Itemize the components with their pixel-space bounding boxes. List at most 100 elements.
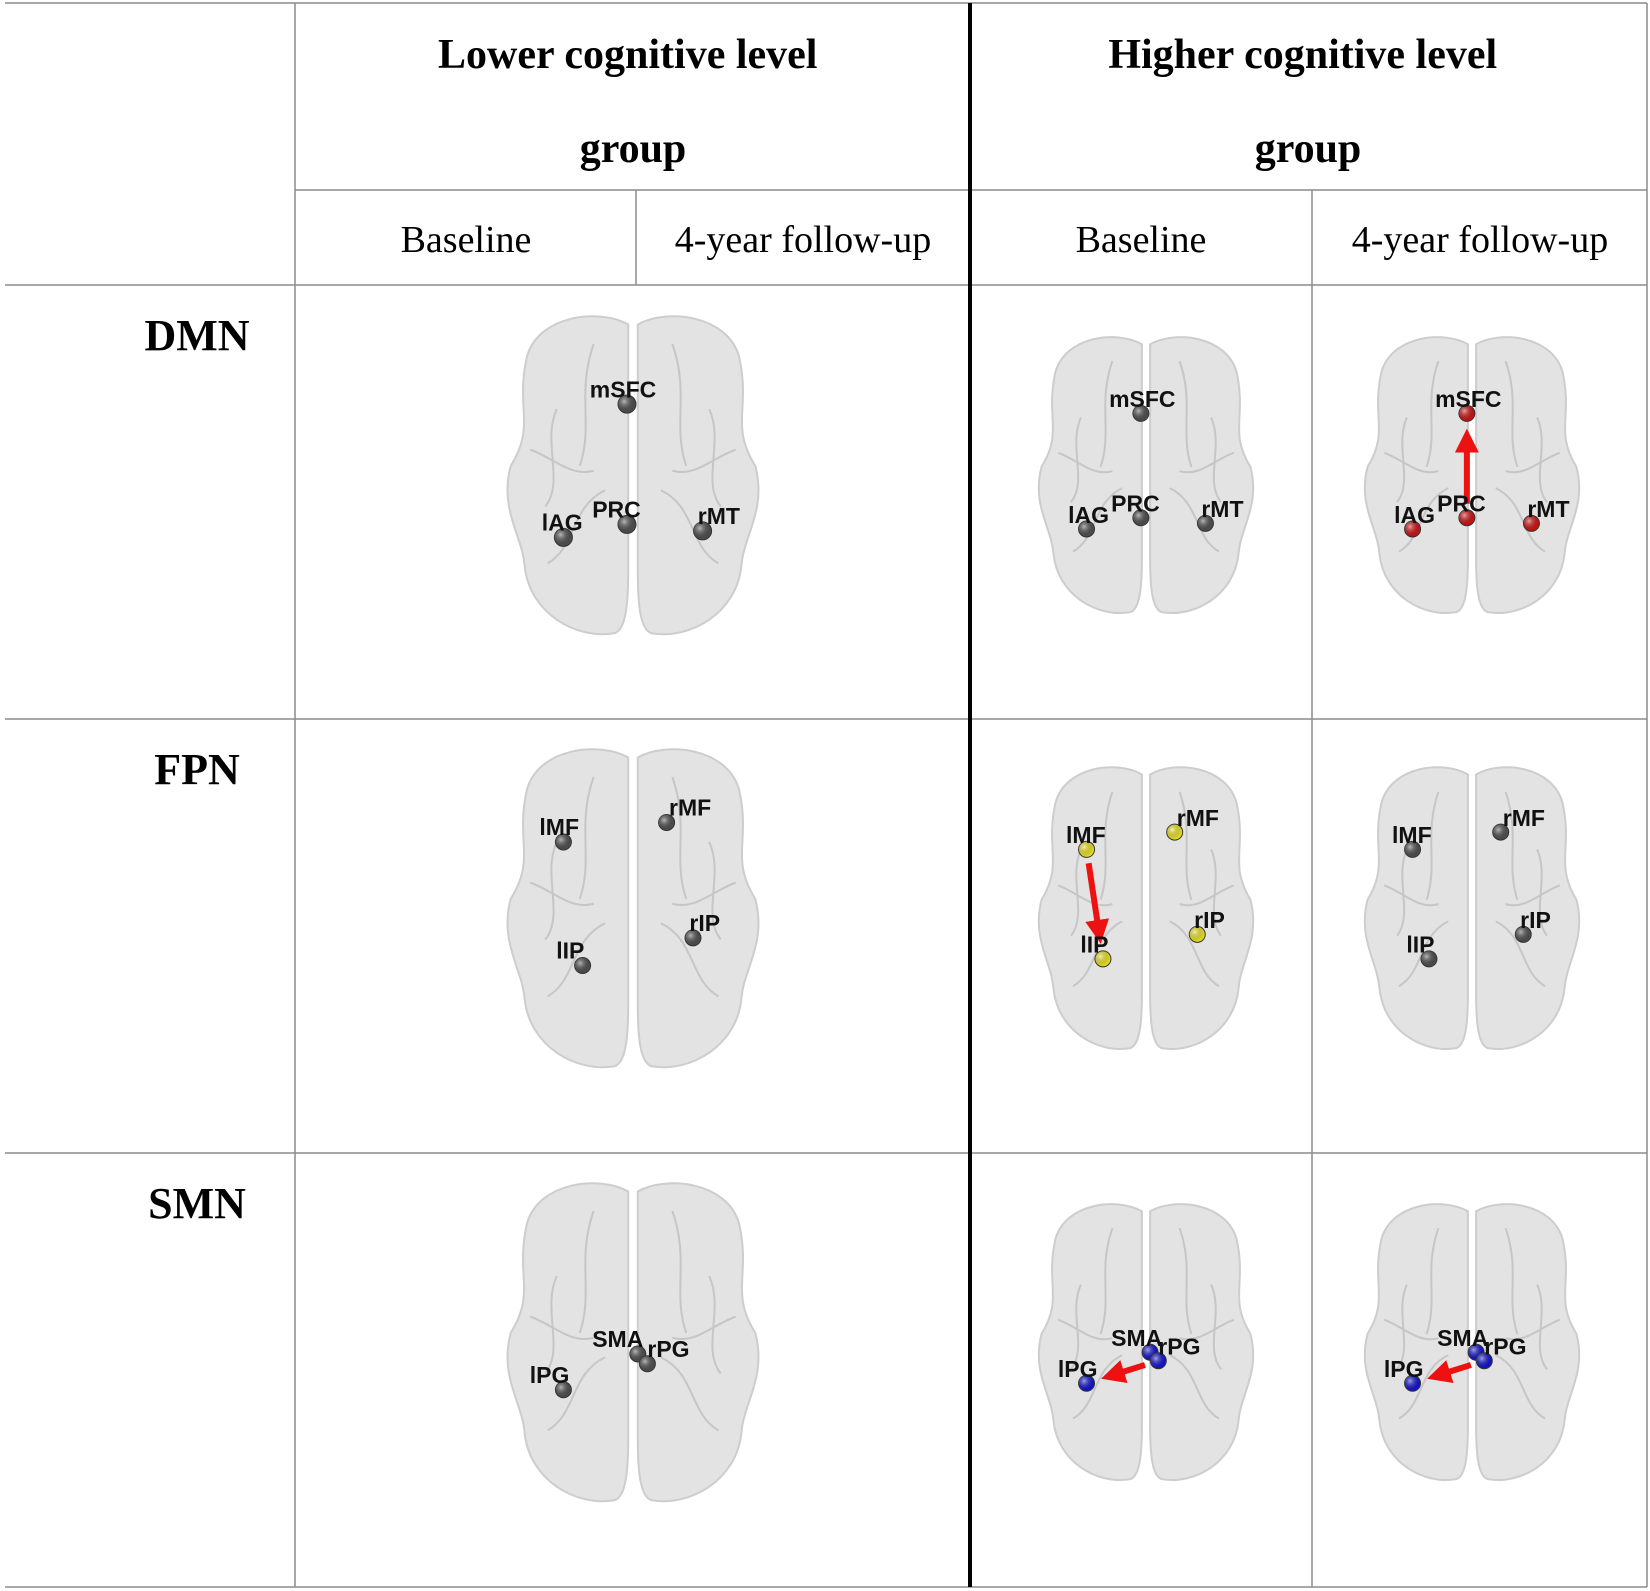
node-highlight	[658, 814, 675, 831]
node-label: rMF	[669, 795, 711, 821]
node-highlight	[1189, 926, 1206, 943]
node-highlight	[685, 929, 701, 946]
brain-sulcus	[529, 448, 594, 474]
brain-left-hemisphere	[506, 315, 630, 636]
brain-sulcus	[1057, 451, 1113, 474]
brain-left-hemisphere	[506, 1182, 630, 1503]
brain-sulcus	[1169, 920, 1220, 988]
node-label: lIP	[1406, 932, 1434, 958]
brain-sulcus	[1169, 1354, 1220, 1420]
node-highlight	[554, 528, 573, 547]
node-highlight	[1078, 520, 1095, 537]
brain-sulcus	[672, 881, 737, 907]
brain-sulcus	[1179, 451, 1235, 474]
brain-sulcus	[671, 343, 688, 467]
node-label: lPG	[1058, 1356, 1098, 1382]
node-highlight	[1132, 405, 1149, 422]
node-highlight	[1404, 1375, 1421, 1392]
brain-sulcus	[672, 448, 737, 474]
row-label-dmn: DMN	[144, 311, 249, 360]
node-label: PRC	[1437, 490, 1486, 516]
connectivity-arrow	[1085, 862, 1110, 944]
brain-sulcus	[1072, 487, 1123, 553]
brain-right-hemisphere	[636, 1182, 760, 1503]
brain-sulcus	[660, 489, 719, 565]
node-label: lAG	[1394, 502, 1435, 528]
table-grid	[5, 2, 1648, 1588]
brain-sulcus	[1398, 487, 1449, 553]
brain-right-hemisphere	[1149, 1203, 1255, 1482]
node-label: PRC	[1111, 490, 1160, 516]
brain-sulcus	[547, 489, 606, 565]
brain-sulcus	[1504, 791, 1519, 901]
node-label: lPG	[530, 1362, 570, 1388]
brain-sulcus	[1383, 884, 1439, 907]
svg-text:Lower cognitive level gr: Lower cognitive level group	[438, 32, 828, 172]
node-label: rMT	[1527, 496, 1569, 522]
node-label: rMT	[698, 503, 740, 529]
brain-sulcus	[547, 1356, 606, 1432]
node-highlight	[574, 957, 591, 974]
node-highlight	[1420, 950, 1437, 967]
node-label: lMF	[1392, 822, 1432, 848]
brain-sulcus	[1072, 920, 1123, 988]
brain-sulcus	[660, 1356, 719, 1432]
node-label: lMF	[1066, 822, 1106, 848]
brain-sulcus	[1179, 1318, 1235, 1341]
node-highlight	[555, 1381, 572, 1398]
brain-sulcus	[1099, 360, 1114, 468]
node-label: rPG	[1484, 1334, 1526, 1360]
node-highlight	[693, 521, 712, 540]
node-label: mSFC	[590, 376, 656, 402]
brain-sulcus	[671, 776, 688, 900]
brain-left-hemisphere	[1037, 1203, 1143, 1482]
brain-sulcus	[578, 343, 595, 467]
brain-sulcus	[529, 881, 594, 907]
connectivity-arrow	[1101, 1360, 1146, 1383]
node-label: rPG	[647, 1336, 689, 1362]
brain-sulcus	[1505, 1318, 1561, 1341]
brain-sulcus	[1179, 884, 1235, 907]
node-highlight	[555, 834, 572, 850]
brain-sulcus	[578, 776, 595, 900]
brain-sulcus	[1505, 451, 1561, 474]
brain-sulcus	[529, 1315, 594, 1341]
brain-left-hemisphere	[1363, 766, 1469, 1050]
brain-sulcus	[1398, 1354, 1449, 1420]
brain-left-hemisphere	[1363, 1203, 1469, 1482]
node-highlight	[1404, 520, 1421, 537]
header-lower-group: Lower cognitive level group	[438, 32, 828, 172]
node-highlight	[1523, 515, 1540, 532]
brain-sulcus	[1072, 1354, 1123, 1420]
header-higher-group: Higher cognitive level group	[1108, 32, 1507, 172]
brain-sulcus	[1495, 1354, 1546, 1420]
node-highlight	[1458, 509, 1475, 526]
brain-left-hemisphere	[506, 748, 630, 1069]
brain-sulcus	[672, 1315, 737, 1341]
svg-text:Higher cognitive level g: Higher cognitive level group	[1108, 32, 1507, 172]
header-timepoint: 4-year follow-up	[675, 219, 931, 261]
brain-sulcus	[1505, 884, 1561, 907]
node-label: rMF	[1503, 805, 1545, 831]
node-highlight	[1078, 841, 1095, 858]
node-highlight	[618, 395, 636, 414]
node-highlight	[1492, 824, 1509, 841]
brain-right-hemisphere	[636, 315, 760, 636]
brain-sulcus	[1169, 487, 1220, 553]
brain-sulcus	[1425, 360, 1440, 468]
brain-sulcus	[1099, 791, 1114, 901]
node-label: rPG	[1158, 1334, 1200, 1360]
node-highlight	[1132, 509, 1149, 526]
node-label: SMA	[1437, 1325, 1488, 1351]
node-highlight	[1515, 926, 1532, 943]
node-label: lMF	[539, 814, 579, 840]
node-label: lAG	[542, 510, 583, 536]
